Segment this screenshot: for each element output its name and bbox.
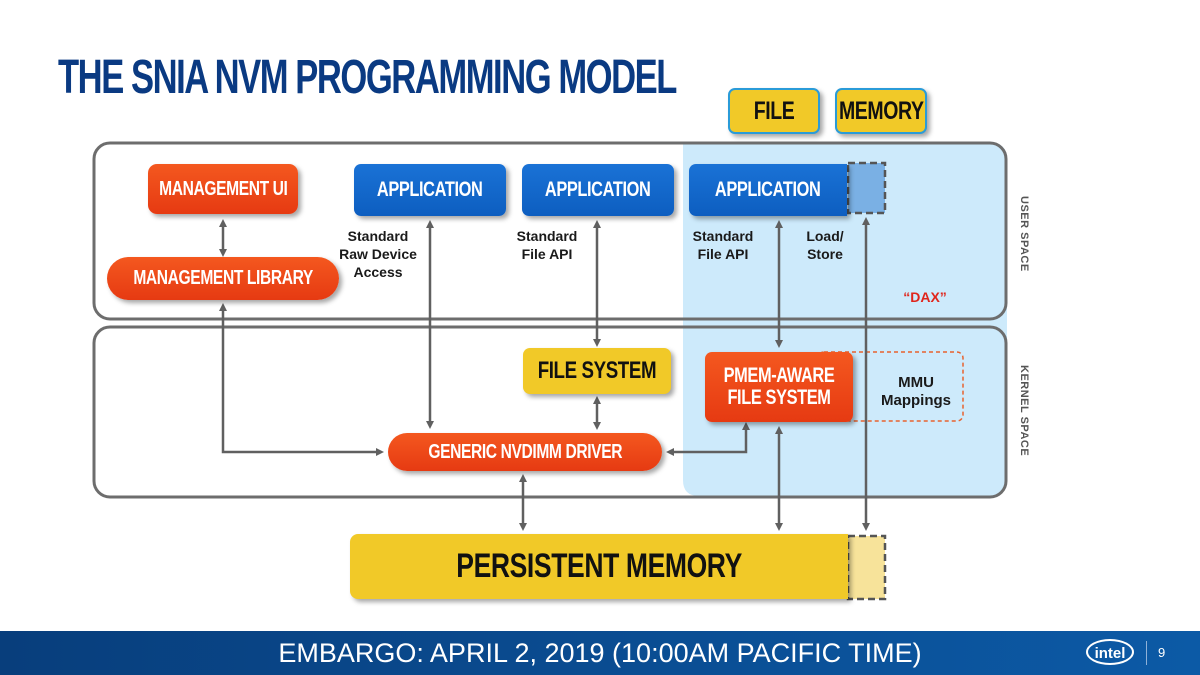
load-store-label: Load/ Store bbox=[806, 228, 844, 262]
arrow-driver-pmem-fs bbox=[666, 422, 750, 456]
management-library-box: MANAGEMENT LIBRARY bbox=[107, 257, 339, 300]
pmem-aware-fs-box: PMEM-AWARE FILE SYSTEM bbox=[705, 352, 853, 422]
file-api-label-1: Standard File API bbox=[516, 228, 578, 262]
application-box-3: APPLICATION bbox=[689, 164, 847, 216]
arrow-library-driver bbox=[219, 303, 384, 456]
footer-bar: EMBARGO: APRIL 2, 2019 (10:00AM PACIFIC … bbox=[0, 631, 1200, 675]
persistent-memory-box: PERSISTENT MEMORY bbox=[350, 534, 848, 599]
persistent-memory-mapped-region bbox=[846, 534, 887, 601]
embargo-text: EMBARGO: APRIL 2, 2019 (10:00AM PACIFIC … bbox=[278, 638, 922, 668]
kernel-space-container bbox=[92, 325, 1008, 499]
page-title: THE SNIA NVM PROGRAMMING MODEL bbox=[58, 51, 677, 104]
footer-divider bbox=[1146, 641, 1147, 665]
file-system-box: FILE SYSTEM bbox=[523, 348, 671, 394]
memory-mapped-region bbox=[846, 161, 887, 215]
memory-tag: MEMORY bbox=[835, 88, 927, 134]
application-box-1: APPLICATION bbox=[354, 164, 506, 216]
kernel-space-label: KERNEL SPACE bbox=[1018, 365, 1030, 457]
mmu-mappings-label: MMU Mappings bbox=[881, 374, 951, 409]
management-ui-box: MANAGEMENT UI bbox=[148, 164, 298, 214]
raw-device-access-label: Standard Raw Device Access bbox=[339, 228, 417, 280]
user-space-label: USER SPACE bbox=[1018, 196, 1030, 272]
generic-nvdimm-driver-box: GENERIC NVDIMM DRIVER bbox=[388, 433, 662, 471]
intel-logo: intel bbox=[1086, 639, 1134, 665]
dax-label: “DAX” bbox=[903, 289, 947, 305]
user-space-container bbox=[92, 141, 1008, 321]
file-tag: FILE bbox=[728, 88, 820, 134]
file-api-label-2: Standard File API bbox=[692, 228, 754, 262]
application-box-2: APPLICATION bbox=[522, 164, 674, 216]
page-number: 9 bbox=[1158, 645, 1166, 660]
